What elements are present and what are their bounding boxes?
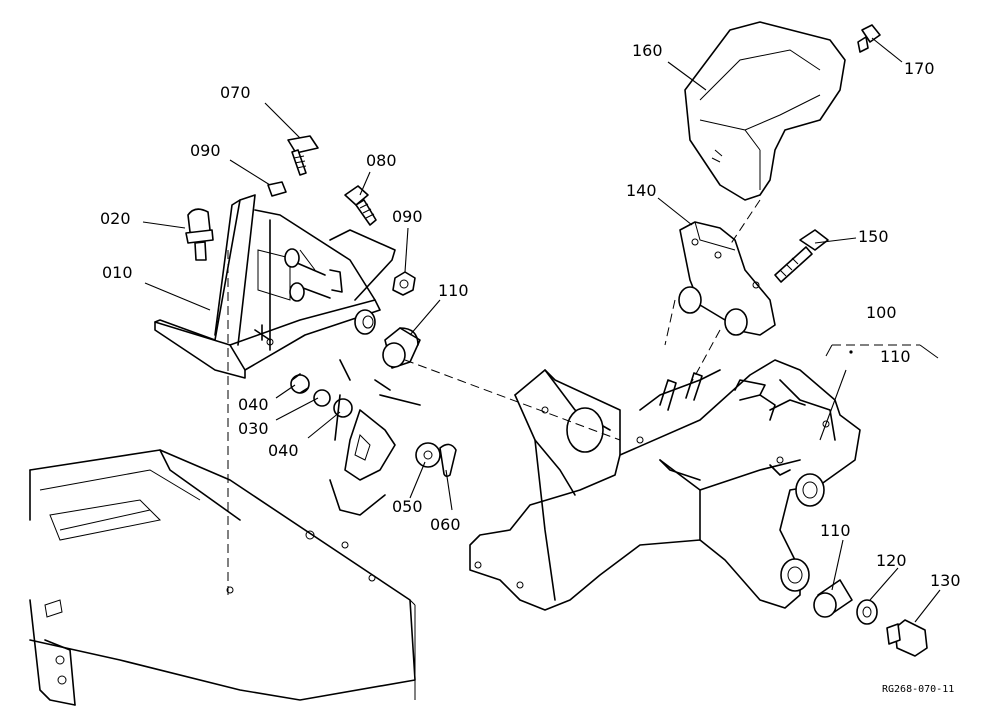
bolt-080 (344, 185, 377, 226)
collar-030 (313, 389, 331, 407)
pin-060 (439, 443, 457, 478)
callout-040-b: 040 (268, 441, 299, 460)
callout-030: 030 (238, 419, 269, 438)
callout-140: 140 (626, 181, 657, 200)
callout-100: 100 (866, 303, 897, 322)
callout-060: 060 (430, 515, 461, 534)
callout-080: 080 (366, 151, 397, 170)
callout-050: 050 (392, 497, 423, 516)
bolt-070 (287, 135, 319, 176)
main-pedal-housing (469, 359, 861, 611)
bushing-110-a (382, 327, 421, 369)
collar-040-a (290, 373, 310, 394)
drawing-reference-number: RG268-070-11 (882, 684, 954, 695)
callout-020: 020 (100, 209, 131, 228)
chassis-floor-plate (29, 449, 416, 706)
bolt-170 (857, 24, 881, 53)
washer-050 (415, 442, 441, 468)
leader-lines (142, 37, 941, 623)
callout-110-c: 110 (820, 521, 851, 540)
pedal-arm-140 (678, 221, 776, 336)
bolt-130 (886, 619, 928, 657)
bolt-020 (185, 208, 214, 261)
callout-labels: 160 170 070 090 080 020 090 140 150 010 … (100, 41, 961, 590)
callout-170: 170 (904, 59, 935, 78)
callout-040-a: 040 (238, 395, 269, 414)
rod-linkage (329, 359, 421, 516)
callout-090-a: 090 (190, 141, 221, 160)
washer-120 (856, 599, 878, 625)
callout-130: 130 (930, 571, 961, 590)
callout-160: 160 (632, 41, 663, 60)
pedal-bracket-010 (154, 194, 396, 379)
callout-070: 070 (220, 83, 251, 102)
callout-120: 120 (876, 551, 907, 570)
nut-090-right (392, 271, 416, 296)
callout-110-b: 110 (880, 347, 911, 366)
callout-150: 150 (858, 227, 889, 246)
bolt-150 (774, 229, 829, 283)
callout-010: 010 (102, 263, 133, 282)
callout-090-b: 090 (392, 207, 423, 226)
bushing-110-c (813, 579, 853, 618)
pedal-pad-160 (684, 21, 846, 201)
nut-090-top (267, 181, 287, 197)
callout-110-a: 110 (438, 281, 469, 300)
